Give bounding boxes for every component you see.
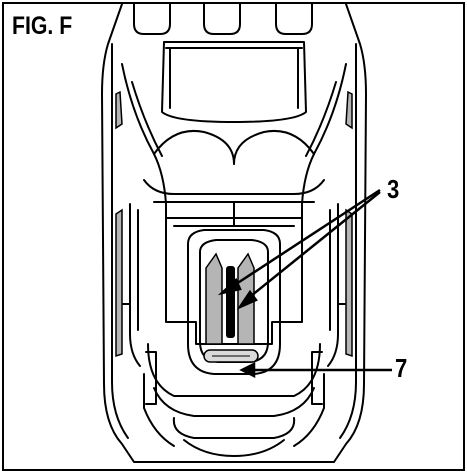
lower-base (147, 343, 321, 397)
fuel-gauge-button (203, 349, 259, 363)
callout-7: 7 (395, 353, 408, 383)
tool-drawing (101, 4, 392, 463)
top-tabs (133, 4, 313, 35)
grip-strips (115, 90, 353, 358)
leader-lines (217, 188, 392, 379)
callout-3: 3 (387, 174, 400, 204)
figure-label: FIG. F (12, 12, 73, 40)
center-plate (165, 217, 303, 345)
figure-frame: FIG. F 3 7 (2, 2, 465, 471)
latch-window (161, 41, 307, 123)
outer-housing (101, 4, 367, 463)
pack-shoulder-left (121, 63, 167, 255)
